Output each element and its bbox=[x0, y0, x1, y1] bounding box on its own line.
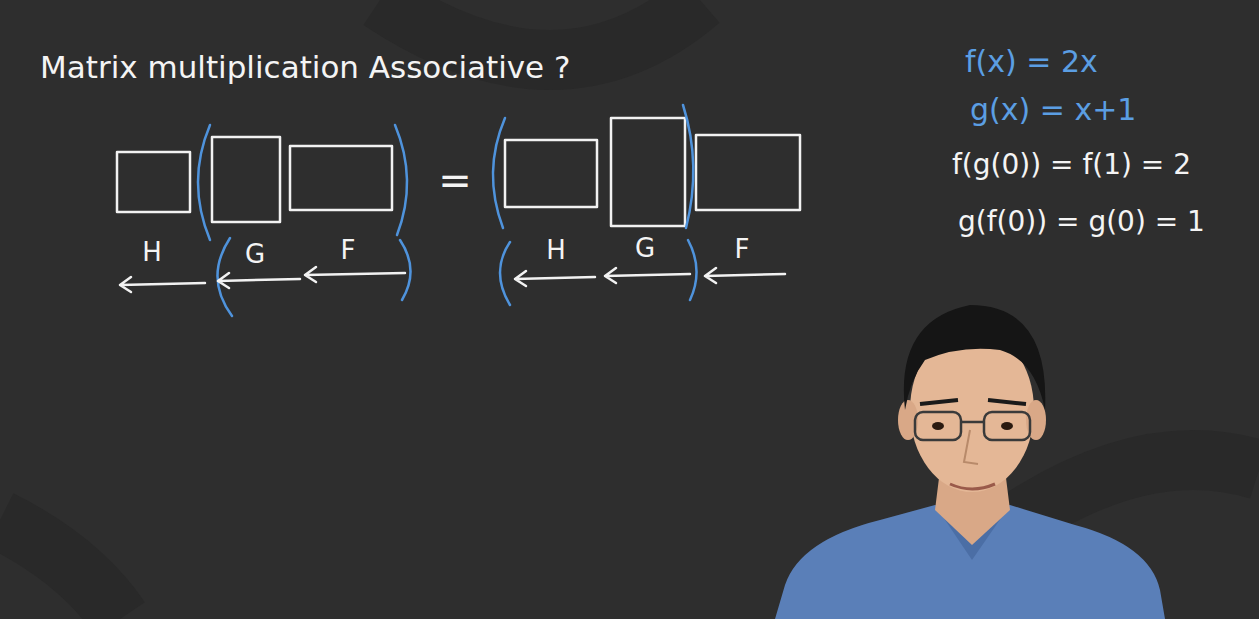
paren-open bbox=[500, 242, 510, 305]
paren-open bbox=[198, 125, 210, 240]
map-arrow bbox=[705, 268, 785, 283]
glasses-lens bbox=[915, 412, 961, 440]
map-name: F bbox=[341, 236, 356, 265]
paren-close bbox=[395, 125, 407, 235]
hair bbox=[904, 305, 1045, 410]
equation: g(f(0)) = g(0) = 1 bbox=[958, 207, 1205, 238]
background-arc bbox=[0, 520, 120, 619]
map-name: H bbox=[142, 238, 162, 267]
matrix-box bbox=[290, 146, 392, 210]
glasses bbox=[915, 412, 1030, 440]
eye bbox=[1001, 422, 1013, 430]
map-arrow bbox=[218, 273, 300, 288]
matrix-box bbox=[117, 152, 190, 212]
glasses-lens bbox=[984, 412, 1030, 440]
equation: g(x) = x+1 bbox=[970, 93, 1136, 126]
matrix-box bbox=[611, 118, 685, 226]
map-name: F bbox=[735, 235, 750, 264]
equals-sign: = bbox=[438, 158, 472, 202]
map-arrow bbox=[515, 271, 595, 286]
matrix-box bbox=[696, 135, 800, 210]
paren-close bbox=[688, 240, 697, 300]
map-name: G bbox=[635, 234, 655, 263]
paren-close bbox=[400, 240, 411, 300]
matrix-boxes bbox=[117, 118, 800, 226]
matrix-box bbox=[212, 137, 280, 222]
board-title: Matrix multiplication Associative ? bbox=[40, 50, 570, 84]
equation: f(x) = 2x bbox=[965, 45, 1098, 78]
equation: f(g(0)) = f(1) = 2 bbox=[952, 150, 1191, 181]
map-name: G bbox=[245, 240, 265, 269]
presenter bbox=[775, 305, 1165, 619]
nose bbox=[964, 430, 978, 464]
glasses-bridge bbox=[961, 421, 984, 424]
paren-open bbox=[493, 118, 505, 228]
map-arrow bbox=[305, 267, 405, 282]
parentheses bbox=[198, 105, 697, 316]
matrix-box bbox=[505, 140, 597, 207]
map-name: H bbox=[546, 236, 566, 265]
mouth bbox=[950, 484, 995, 489]
map-arrow bbox=[120, 277, 205, 292]
eyebrows bbox=[920, 400, 1026, 404]
map-arrow bbox=[605, 268, 690, 283]
map-arrows bbox=[120, 267, 785, 292]
eye bbox=[932, 422, 944, 430]
paren-close bbox=[683, 105, 693, 228]
